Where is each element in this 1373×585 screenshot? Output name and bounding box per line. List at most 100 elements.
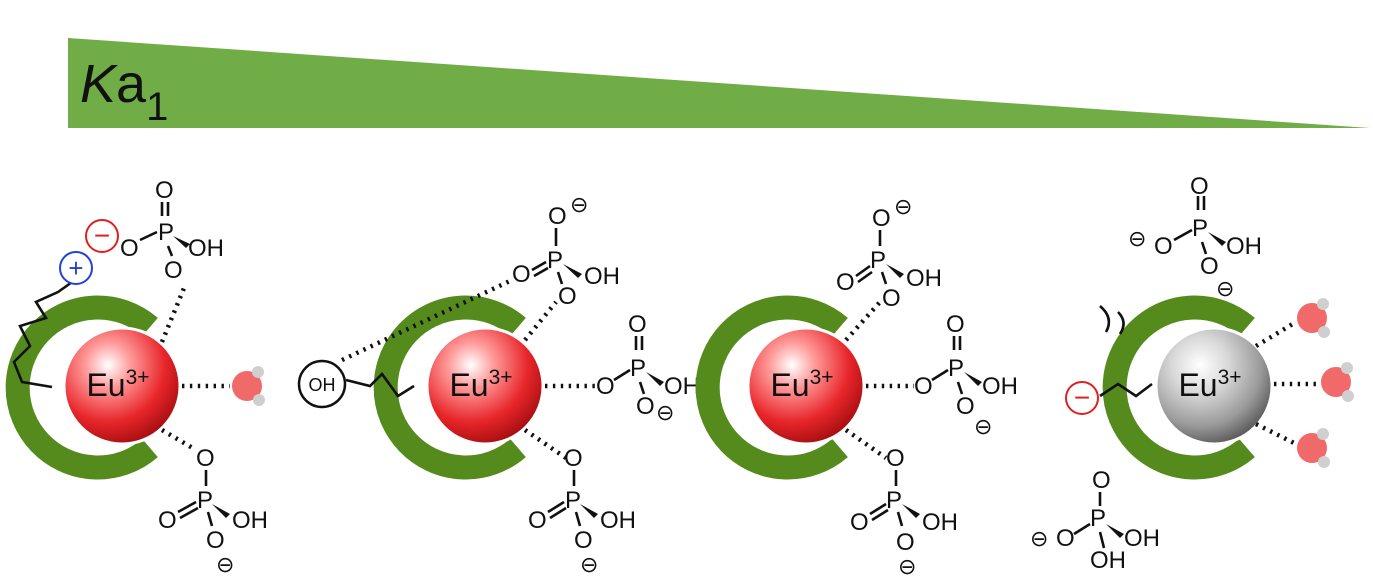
svg-text:O: O (120, 235, 139, 262)
svg-text:O: O (1154, 233, 1173, 260)
svg-text:O: O (574, 527, 593, 554)
svg-text:O: O (628, 311, 647, 338)
svg-text:P: P (547, 247, 563, 274)
phosphate-right: O P O OH O ⊖ (596, 311, 700, 425)
svg-text:O: O (596, 373, 615, 400)
europium-label: Eu3+ (86, 366, 149, 403)
svg-text:P: P (886, 487, 902, 514)
complex-4: − Eu3+ ⊖ O P O OH O ⊖ O P (1030, 173, 1354, 574)
svg-text:−: − (1074, 382, 1090, 413)
phosphate-bottom: O P O OH O ⊖ (850, 445, 958, 579)
svg-text:⊖: ⊖ (1216, 276, 1234, 301)
svg-text:P: P (1090, 505, 1106, 532)
free-phosphate-top: ⊖ O P O OH O ⊖ (1128, 173, 1262, 301)
svg-text:P: P (870, 247, 886, 274)
ka1-label: Ka1 (80, 54, 168, 129)
svg-text:⊖: ⊖ (1030, 526, 1048, 551)
hydroxyl-label: OH (309, 375, 336, 395)
svg-text:⊖: ⊖ (570, 192, 588, 217)
europium-ion (746, 326, 866, 446)
svg-text:O: O (1056, 525, 1075, 552)
svg-text:O: O (1092, 467, 1111, 494)
anion-charge-icon (1065, 381, 1099, 415)
svg-text:O: O (836, 269, 855, 296)
svg-text:OH: OH (584, 263, 620, 290)
cation-charge-icon (59, 251, 93, 285)
ligand-arc (5, 295, 158, 480)
svg-text:P: P (158, 219, 174, 246)
free-phosphate-bottom: O P ⊖ O OH OH (1030, 467, 1160, 574)
svg-text:P: P (630, 355, 646, 382)
svg-text:O: O (886, 445, 905, 472)
svg-text:O: O (1200, 253, 1219, 280)
svg-text:O: O (548, 203, 567, 230)
europium-ion-quenched (1154, 326, 1274, 446)
repulsion-mark (1099, 305, 1125, 335)
svg-text:O: O (196, 445, 215, 472)
svg-text:⊖: ⊖ (656, 400, 674, 425)
svg-text:OH: OH (1090, 547, 1126, 574)
svg-text:OH: OH (1226, 233, 1262, 260)
europium-ion (425, 326, 545, 446)
hydroxyl-group (297, 359, 347, 409)
complex-2: OH Eu3+ O ⊖ P O OH O O P O (297, 192, 700, 577)
svg-text:OH: OH (232, 507, 268, 534)
svg-text:O: O (882, 285, 901, 312)
svg-text:O: O (946, 311, 965, 338)
svg-text:OH: OH (922, 509, 958, 536)
svg-text:O: O (206, 527, 225, 554)
svg-text:O: O (1190, 173, 1209, 200)
phosphate-upper: O ⊖ P O OH O (836, 194, 942, 312)
svg-text:O: O (850, 509, 869, 536)
ligand-arc (695, 295, 848, 480)
svg-text:−: − (94, 220, 110, 251)
water-molecule (1297, 298, 1330, 338)
cation-charge-label: + (68, 253, 83, 283)
complex-3: Eu3+ O ⊖ P O OH O O P O OH O ⊖ (695, 194, 1018, 579)
europium-label: Eu3+ (1178, 366, 1241, 403)
svg-text:O: O (164, 257, 183, 284)
water-molecule (232, 366, 265, 406)
anion-charge-icon (85, 219, 119, 253)
water-molecule (1321, 362, 1354, 402)
europium-ion (62, 326, 182, 446)
svg-text:O: O (896, 529, 915, 556)
svg-text:O: O (155, 177, 174, 204)
phosphate-bottom: O P O OH O ⊖ (158, 445, 268, 577)
svg-text:O: O (636, 393, 655, 420)
svg-text:O: O (872, 205, 891, 232)
ligand-arc (373, 295, 526, 480)
svg-text:O: O (158, 507, 177, 534)
svg-text:⊖: ⊖ (898, 554, 916, 579)
alkyl-linker (12, 278, 76, 389)
svg-text:O: O (558, 283, 577, 310)
svg-text:OH: OH (188, 235, 224, 262)
phosphate-top: − O P O OH O (85, 177, 224, 284)
svg-text:P: P (948, 355, 964, 382)
europium-label: Eu3+ (770, 366, 833, 403)
svg-text:OH: OH (664, 373, 700, 400)
svg-text:O: O (512, 261, 531, 288)
svg-text:OH: OH (600, 507, 636, 534)
europium-label: Eu3+ (449, 366, 512, 403)
svg-text:P: P (1192, 215, 1208, 242)
phosphate-right: O P O OH O ⊖ (914, 311, 1018, 439)
phosphate-upper: O ⊖ P O OH O (512, 192, 620, 310)
svg-text:⊖: ⊖ (216, 552, 234, 577)
svg-text:P: P (197, 487, 213, 514)
svg-text:O: O (914, 373, 933, 400)
complex-1: + Eu3+ − O P O OH O O P O (5, 177, 268, 577)
svg-text:O: O (564, 445, 583, 472)
phosphate-bottom: O P O OH O ⊖ (528, 445, 636, 577)
svg-text:OH: OH (982, 373, 1018, 400)
svg-text:O: O (528, 507, 547, 534)
svg-text:⊖: ⊖ (580, 552, 598, 577)
svg-text:P: P (565, 487, 581, 514)
svg-text:O: O (956, 393, 975, 420)
svg-text:⊖: ⊖ (974, 414, 992, 439)
svg-text:OH: OH (906, 265, 942, 292)
water-molecule (1297, 428, 1330, 468)
ka1-gradient-wedge (68, 38, 1370, 128)
svg-text:OH: OH (1124, 525, 1160, 552)
